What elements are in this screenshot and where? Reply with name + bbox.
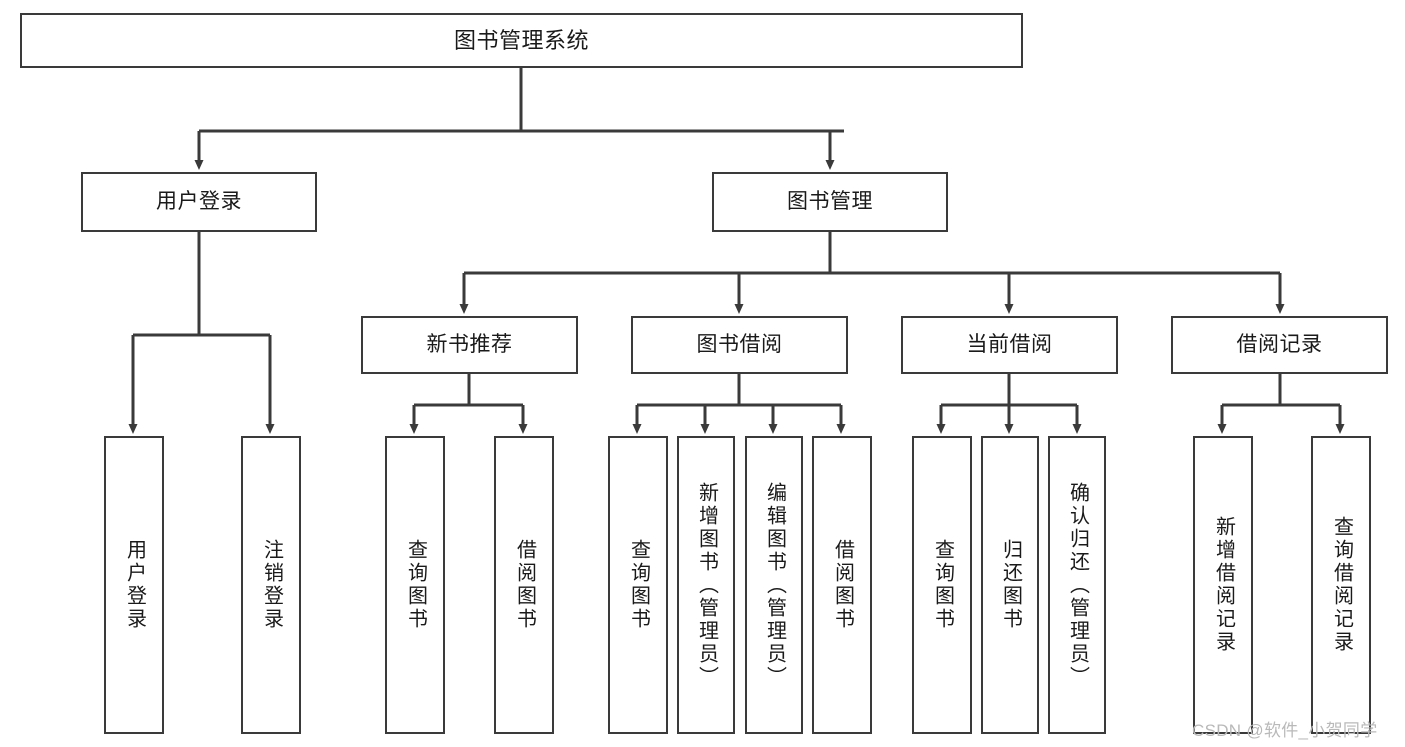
node-leaf-confirm-return[interactable]: 确认归还（管理员） — [1048, 436, 1106, 734]
node-leaf-logout-label: 注销登录 — [260, 539, 283, 631]
node-leaf-query-book-3-label: 查询图书 — [931, 539, 954, 631]
csdn-watermark: CSDN @软件_小贺同学 — [1192, 721, 1378, 740]
node-book-borrow[interactable]: 图书借阅 — [631, 316, 848, 374]
node-book-manage[interactable]: 图书管理 — [712, 172, 948, 232]
node-leaf-query-record[interactable]: 查询借阅记录 — [1311, 436, 1371, 734]
node-root-label: 图书管理系统 — [453, 27, 589, 53]
node-leaf-borrow-book-1[interactable]: 借阅图书 — [494, 436, 554, 734]
node-new-book-rec[interactable]: 新书推荐 — [361, 316, 578, 374]
node-root[interactable]: 图书管理系统 — [20, 13, 1023, 68]
node-leaf-logout[interactable]: 注销登录 — [241, 436, 301, 734]
node-leaf-edit-book-label: 编辑图书（管理员） — [763, 481, 786, 689]
node-user-login-label: 用户登录 — [156, 189, 242, 213]
node-borrow-record-label: 借阅记录 — [1236, 332, 1323, 356]
node-leaf-return-book[interactable]: 归还图书 — [981, 436, 1039, 734]
node-leaf-borrow-book-1-label: 借阅图书 — [513, 539, 536, 631]
node-current-borrow[interactable]: 当前借阅 — [901, 316, 1118, 374]
node-leaf-add-record-label: 新增借阅记录 — [1212, 516, 1235, 654]
node-leaf-borrow-book-2-label: 借阅图书 — [831, 539, 854, 631]
node-book-manage-label: 图书管理 — [787, 189, 873, 213]
node-leaf-query-book-1-label: 查询图书 — [404, 539, 427, 631]
node-book-borrow-label: 图书借阅 — [696, 332, 783, 356]
node-leaf-edit-book[interactable]: 编辑图书（管理员） — [745, 436, 803, 734]
node-leaf-query-book-2-label: 查询图书 — [627, 539, 650, 631]
node-leaf-confirm-return-label: 确认归还（管理员） — [1066, 481, 1089, 689]
node-user-login[interactable]: 用户登录 — [81, 172, 317, 232]
node-current-borrow-label: 当前借阅 — [966, 332, 1053, 356]
node-leaf-query-book-3[interactable]: 查询图书 — [912, 436, 972, 734]
node-leaf-user-login[interactable]: 用户登录 — [104, 436, 164, 734]
node-leaf-query-book-1[interactable]: 查询图书 — [385, 436, 445, 734]
node-leaf-query-book-2[interactable]: 查询图书 — [608, 436, 668, 734]
node-leaf-add-record[interactable]: 新增借阅记录 — [1193, 436, 1253, 734]
node-leaf-user-login-label: 用户登录 — [123, 539, 146, 631]
node-leaf-add-book[interactable]: 新增图书（管理员） — [677, 436, 735, 734]
node-leaf-add-book-label: 新增图书（管理员） — [695, 481, 718, 689]
node-leaf-borrow-book-2[interactable]: 借阅图书 — [812, 436, 872, 734]
node-leaf-query-record-label: 查询借阅记录 — [1330, 516, 1353, 654]
node-new-book-rec-label: 新书推荐 — [426, 332, 513, 356]
node-borrow-record[interactable]: 借阅记录 — [1171, 316, 1388, 374]
node-leaf-return-book-label: 归还图书 — [999, 539, 1022, 631]
